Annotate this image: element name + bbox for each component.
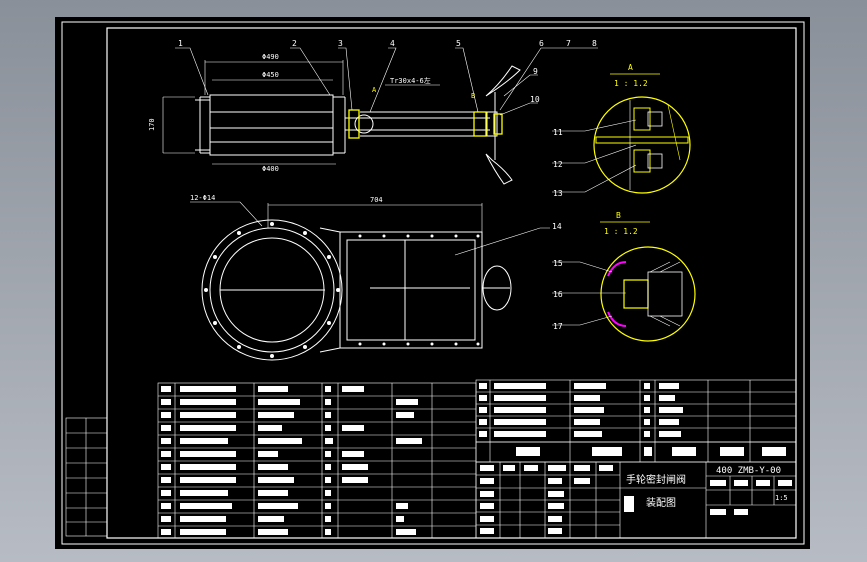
side-elevation-view[interactable] <box>195 65 521 185</box>
subtitle-text: 装配图 <box>646 496 676 509</box>
detail-a-label: A <box>628 63 633 72</box>
callout-2: 2 <box>292 39 297 48</box>
callout-17: 17 <box>553 322 563 331</box>
callout-8: 8 <box>592 39 597 48</box>
dim-w704: 704 <box>370 196 383 204</box>
callout-15: 15 <box>553 259 563 268</box>
callout-14: 14 <box>552 222 562 231</box>
callout-9: 9 <box>533 67 538 76</box>
front-view-dimension-lines <box>190 201 550 256</box>
parts-list-right-entries <box>479 383 786 456</box>
detail-b-scale: 1 : 1.2 <box>604 227 638 236</box>
dim-d490: Φ490 <box>262 53 279 61</box>
outer-frame <box>61 21 805 545</box>
callout-1: 1 <box>178 39 183 48</box>
drawing-number: 400 ZMB-Y-00 <box>716 466 781 476</box>
callout-leaders-a <box>552 119 637 193</box>
callout-4: 4 <box>390 39 395 48</box>
front-view-bolt-holes <box>204 222 480 358</box>
view-b-marker: B <box>471 92 475 100</box>
callout-5: 5 <box>456 39 461 48</box>
side-view-dimension-lines <box>162 60 440 165</box>
callout-10: 10 <box>530 95 540 104</box>
title-block <box>475 461 797 539</box>
callout-11: 11 <box>553 128 563 137</box>
view-a-marker: A <box>372 86 377 94</box>
callout-3: 3 <box>338 39 343 48</box>
callout-6: 6 <box>539 39 544 48</box>
drawing-scale: 1:5 <box>775 494 788 502</box>
callout-16: 16 <box>553 290 563 299</box>
title-text: 手轮密封闸阀 <box>626 473 686 486</box>
front-elevation-view[interactable] <box>201 219 512 361</box>
dim-thread: Tr30x4-6左 <box>390 76 431 85</box>
detail-a-view[interactable] <box>593 96 691 194</box>
detail-a-scale: 1 : 1.2 <box>614 79 648 88</box>
detail-b-view[interactable] <box>600 246 696 342</box>
parts-list-left <box>157 382 477 539</box>
callout-13: 13 <box>553 189 563 198</box>
left-margin-table <box>65 417 108 537</box>
parts-list-left-entries <box>161 386 422 535</box>
callout-12: 12 <box>553 160 563 169</box>
callout-leaders-b <box>552 261 626 326</box>
callout-leaders-top <box>175 47 598 116</box>
detail-b-label: B <box>616 211 621 220</box>
dim-d450: Φ450 <box>262 71 279 79</box>
dim-d400: Φ400 <box>262 165 279 173</box>
dim-h170: 170 <box>148 118 156 131</box>
dim-holes: 12-Φ14 <box>190 194 215 202</box>
title-block-labels <box>480 465 792 534</box>
side-view-highlights <box>348 109 503 139</box>
drawing-sheet <box>55 17 810 549</box>
callout-7: 7 <box>566 39 571 48</box>
